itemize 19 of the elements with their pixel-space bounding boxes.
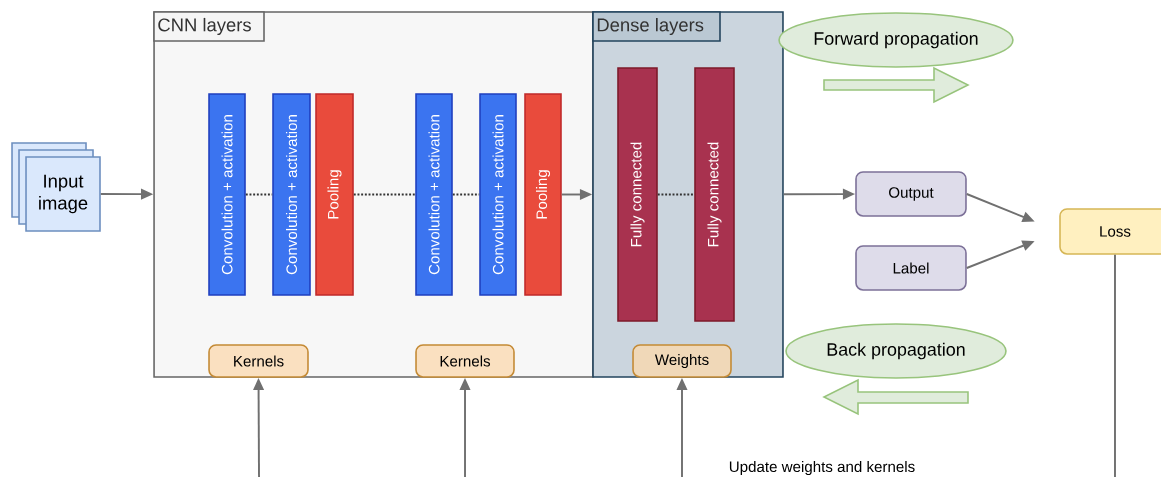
connector-line bbox=[1114, 253, 1116, 477]
parameter-box: Kernels bbox=[208, 344, 309, 378]
connector-line bbox=[352, 193, 417, 196]
parameter-box: Kernels bbox=[415, 344, 515, 378]
bar-box: Fully connected bbox=[617, 67, 658, 322]
annotation-text: Update weights and kernels bbox=[729, 460, 915, 476]
bar-box: Pooling bbox=[524, 93, 562, 296]
image-stack: Input image bbox=[11, 142, 101, 232]
connector-line bbox=[656, 193, 696, 196]
bar-box: Convolution + activation bbox=[415, 93, 453, 296]
bar-box: Pooling bbox=[315, 93, 354, 296]
bar-box: Convolution + activation bbox=[208, 93, 246, 296]
bar-box: Convolution + activation bbox=[479, 93, 517, 296]
loss-box: Loss bbox=[1059, 208, 1161, 255]
bar-box: Fully connected bbox=[694, 67, 735, 322]
bar-box: Convolution + activation bbox=[272, 93, 311, 296]
process-box: Output bbox=[855, 171, 967, 217]
parameter-box: Weights bbox=[632, 344, 732, 378]
process-box: Label bbox=[855, 245, 967, 291]
